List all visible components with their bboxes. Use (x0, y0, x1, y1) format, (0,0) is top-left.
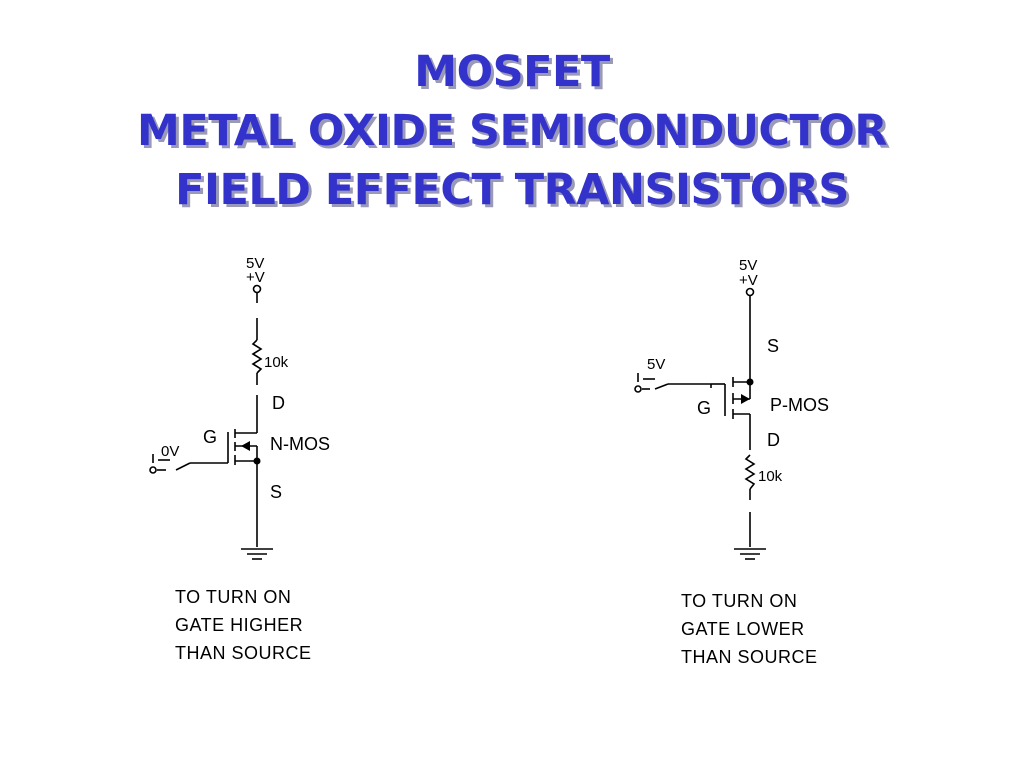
pmos-resistor (744, 454, 756, 490)
nmos-device-label: N-MOS (270, 434, 330, 454)
pmos-supply-label: +V (739, 272, 758, 289)
nmos-supply-label: +V (246, 269, 265, 286)
title-line-3: FIELD EFFECT TRANSISTORS (175, 165, 849, 215)
pmos-supply-terminal (745, 287, 755, 297)
pmos-circuit: 5V +V S G P-MOS 5V D 10k (634, 257, 829, 667)
pmos-caption-line-1: TO TURN ON (681, 591, 797, 611)
pmos-arrow (741, 394, 750, 404)
nmos-input-terminal (149, 466, 157, 474)
title-line-1: MOSFET (414, 47, 610, 97)
pmos-drain-label: D (767, 430, 780, 450)
pmos-input-voltage: 5V (647, 356, 665, 373)
nmos-supply-value: 5V (246, 255, 264, 272)
pmos-gate-label: G (697, 398, 711, 418)
nmos-caption-line-2: GATE HIGHER (175, 615, 303, 635)
nmos-resistor (251, 339, 263, 374)
pmos-device-label: P-MOS (770, 395, 829, 415)
pmos-source-label: S (767, 336, 779, 356)
nmos-switch (175, 462, 191, 471)
title-line-2: METAL OXIDE SEMICONDUCTOR (137, 106, 887, 156)
pmos-resistor-label: 10k (758, 468, 783, 485)
nmos-drain-label: D (272, 393, 285, 413)
nmos-resistor-label: 10k (264, 354, 289, 371)
nmos-caption-line-1: TO TURN ON (175, 587, 291, 607)
nmos-caption-line-3: THAN SOURCE (175, 643, 312, 663)
nmos-gate-label: G (203, 427, 217, 447)
nmos-supply-terminal (252, 284, 262, 294)
nmos-source-label: S (270, 482, 282, 502)
nmos-input-voltage: 0V (161, 443, 179, 460)
pmos-supply-value: 5V (739, 257, 757, 274)
nmos-circuit: 5V +V 10k D G N-MOS 0V S (149, 255, 330, 663)
nmos-arrow (241, 441, 250, 451)
pmos-switch (654, 383, 669, 390)
pmos-input-terminal (634, 385, 642, 393)
pmos-caption-line-3: THAN SOURCE (681, 647, 818, 667)
pmos-caption-line-2: GATE LOWER (681, 619, 805, 639)
